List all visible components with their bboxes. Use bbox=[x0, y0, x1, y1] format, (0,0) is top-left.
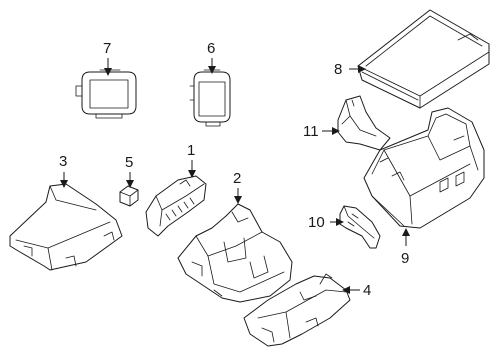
part-9-lower-case bbox=[363, 107, 485, 229]
callout-2: 2 bbox=[233, 170, 241, 187]
callout-10: 10 bbox=[308, 214, 325, 231]
callout-3: 3 bbox=[59, 153, 67, 170]
part-10-bracket bbox=[339, 205, 381, 249]
part-8-cover bbox=[357, 9, 490, 109]
callout-1: 1 bbox=[187, 142, 195, 159]
part-11-bracket bbox=[337, 95, 391, 151]
callout-4: 4 bbox=[363, 282, 371, 299]
part-3-cover bbox=[9, 183, 123, 271]
part-1-connector bbox=[145, 175, 207, 237]
leader-lines bbox=[60, 58, 410, 294]
part-5-block bbox=[119, 185, 139, 207]
part-2-frame bbox=[177, 203, 293, 303]
callout-8: 8 bbox=[334, 61, 342, 78]
callout-7: 7 bbox=[103, 40, 111, 57]
callout-labels: 7 6 8 11 3 5 1 2 10 9 4 bbox=[59, 40, 409, 299]
callout-9: 9 bbox=[401, 250, 409, 267]
part-4-base bbox=[243, 273, 351, 347]
callout-6: 6 bbox=[207, 40, 215, 57]
callout-11: 11 bbox=[303, 123, 319, 140]
callout-5: 5 bbox=[125, 154, 133, 171]
part-7-frame bbox=[75, 69, 137, 119]
part-6-frame bbox=[189, 69, 231, 127]
